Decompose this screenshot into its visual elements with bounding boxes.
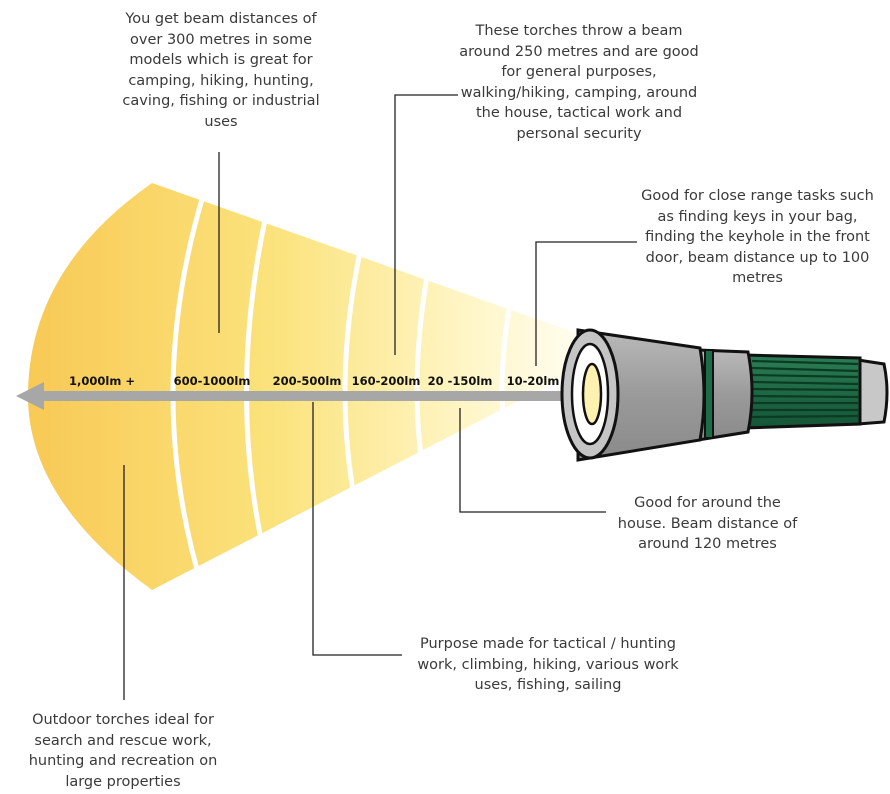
annotation-1000lm-plus: Outdoor torches ideal for search and res… <box>28 712 218 790</box>
annotation-600-1000lm: You get beam distances of over 300 metre… <box>122 11 320 130</box>
leader-line-200-500 <box>312 402 402 656</box>
band-labels: 1,000lm + 600-1000lm 200-500lm 160-200lm… <box>69 374 560 388</box>
band-label-20-150: 20 -150lm <box>428 374 493 388</box>
annotation-20-150lm: Good for around the house. Beam distance… <box>617 495 798 552</box>
torch-lens <box>581 362 603 426</box>
annotation-10-20lm: Good for close range tasks such as findi… <box>641 188 874 286</box>
band-separator <box>414 275 430 493</box>
torch-illustration <box>560 328 889 462</box>
leader-line-20-150 <box>459 408 606 513</box>
band-separator <box>499 303 513 461</box>
leader-line-160-200 <box>394 94 458 355</box>
band-label-10-20: 10-20lm <box>507 374 560 388</box>
annotation-200-500lm: Purpose made for tactical / hunting work… <box>417 636 679 693</box>
band-label-200-500: 200-500lm <box>273 374 342 388</box>
leader-lines <box>123 94 637 700</box>
light-beam-cone <box>28 183 582 590</box>
torch-tail-cap <box>856 358 889 426</box>
leader-line-10-20 <box>535 241 637 366</box>
band-label-160-200: 160-200lm <box>352 374 421 388</box>
band-label-1000-plus: 1,000lm + <box>69 374 135 388</box>
band-label-600-1000: 600-1000lm <box>174 374 251 388</box>
beam-axis-arrow <box>16 382 584 410</box>
annotation-160-200lm: These torches throw a beam around 250 me… <box>459 23 699 142</box>
